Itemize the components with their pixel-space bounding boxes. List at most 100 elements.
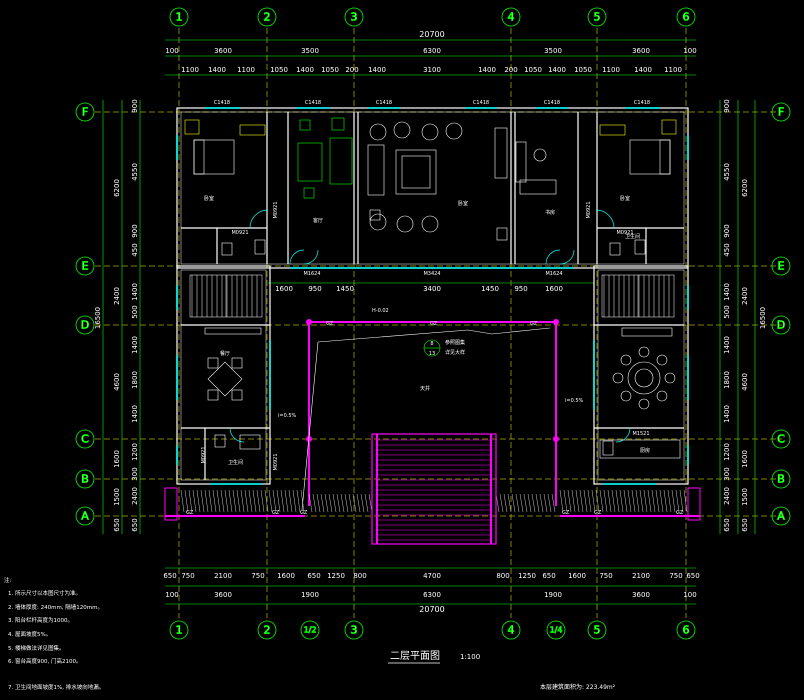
svg-text:1/4: 1/4 [550,626,563,635]
hatch-line [499,493,504,513]
section-ref-sheet: 13 [429,351,435,357]
bottom-detail-dims: 650 750 2100 750 1600 650 1250 800 4700 … [163,572,699,580]
dim-label: 1400 [368,66,386,74]
note-line: 6. 窗台高度900, 门高2100。 [8,657,82,665]
hatch-line [240,489,245,513]
dim-label: 1400 [723,336,731,354]
door-tag: M0921 [273,201,279,218]
hatch-line [264,489,269,513]
hatch-line [216,489,221,513]
hatch-line [188,489,193,513]
dim-label: 500 [131,305,139,318]
dim-label: 1600 [545,285,563,293]
beam-mark: GZ [272,510,280,516]
dim-label: 1100 [181,66,199,74]
hatch-line [627,489,632,513]
hatch-line [527,493,532,513]
hatch-line [288,489,293,513]
hatch-line [360,493,365,513]
door-tag: M0921 [231,230,248,236]
dim-label: 100 [165,591,178,599]
hatch-line [284,489,289,513]
dim-label: 6200 [113,179,121,197]
room-label: 天井 [420,385,430,392]
column-bubble-bottom-4: 4 [501,620,521,640]
dim-label: 1400 [208,66,226,74]
dim-label: 1100 [237,66,255,74]
svg-text:4: 4 [508,11,515,24]
hatch-line [679,489,684,513]
dim-label: 1400 [478,66,496,74]
dim-label: 900 [723,99,731,112]
hatch-line [675,489,680,513]
dim-label: 100 [165,47,178,55]
hatch-line [260,489,265,513]
door-tag: M1624 [545,271,562,277]
dim-label: 1600 [275,285,293,293]
row-bubble-right-B: B [771,469,791,489]
hatch-line [208,489,213,513]
toilet-icon [214,239,646,450]
svg-text:1/2: 1/2 [304,626,317,635]
hatch-line [651,489,656,513]
row-bubble-left-F: F [75,102,95,122]
notes-block: 注: 1. 所示尺寸以本图尺寸为准。 2. 墙体厚度: 240mm, 隔墙120… [4,576,104,691]
dim-label: 1400 [548,66,566,74]
hatch-line [232,489,237,513]
section-ref-num: 8 [430,341,433,347]
dim-label: 750 [669,572,682,580]
note-line: 5. 楼梯做法详见图集。 [8,644,65,652]
dining-table-icon [612,327,676,410]
left-total-dim: 16500 [94,307,102,329]
dim-label: 1450 [481,285,499,293]
hatch-line [212,489,217,513]
door-tag: M1521 [632,431,649,437]
window-tag: C1418 [544,100,560,106]
dim-label: 750 [181,572,194,580]
hatch-line [200,489,205,513]
courtyard-balcony [164,319,701,545]
column-bubble-bottom-5: 5 [587,620,607,640]
dim-label: 1900 [301,591,319,599]
hatch-line [308,493,313,513]
dim-label: 900 [723,224,731,237]
hatch-line [511,493,516,513]
hatch-line [607,489,612,513]
hatch-line [619,489,624,513]
dim-label: 1400 [634,66,652,74]
svg-text:A: A [81,510,89,523]
hatch-line [603,489,608,513]
left-detail-dims: 900 4550 900 450 1400 500 1400 1800 1400… [131,99,139,531]
window-tag: C1418 [305,100,321,106]
dim-label: 750 [599,572,612,580]
hatch-line [204,489,209,513]
dim-label: 1200 [131,443,139,461]
stair-right [601,274,675,318]
row-bubble-right-F: F [771,102,791,122]
section-ref-icon [423,339,441,357]
hatch-line [507,493,512,513]
dim-label: 3400 [423,285,441,293]
hatch-line [256,489,261,513]
hatch-line [643,489,648,513]
column-bubble-top-3: 3 [344,7,364,27]
hatch-line [180,489,185,513]
column-bubble-top-1: 1 [169,7,189,27]
door-tag: M0921 [616,230,633,236]
dim-label: 100 [683,591,696,599]
hatch-line [519,493,524,513]
dim-label: 1600 [113,450,121,468]
hatch-line [272,489,277,513]
right-detail-dims: 900 4550 900 450 1400 500 1400 1800 1400… [723,99,731,531]
hatch-line [196,489,201,513]
hatch-line [575,489,580,513]
dim-label: 1600 [277,572,295,580]
dim-label: 3600 [214,591,232,599]
dim-label: 900 [131,224,139,237]
svg-text:C: C [81,433,89,446]
wardrobe-icon [184,119,266,136]
hatch-line [599,489,604,513]
hatch-line [535,493,540,513]
dim-label: 4600 [741,373,749,391]
dim-label: 1800 [131,371,139,389]
